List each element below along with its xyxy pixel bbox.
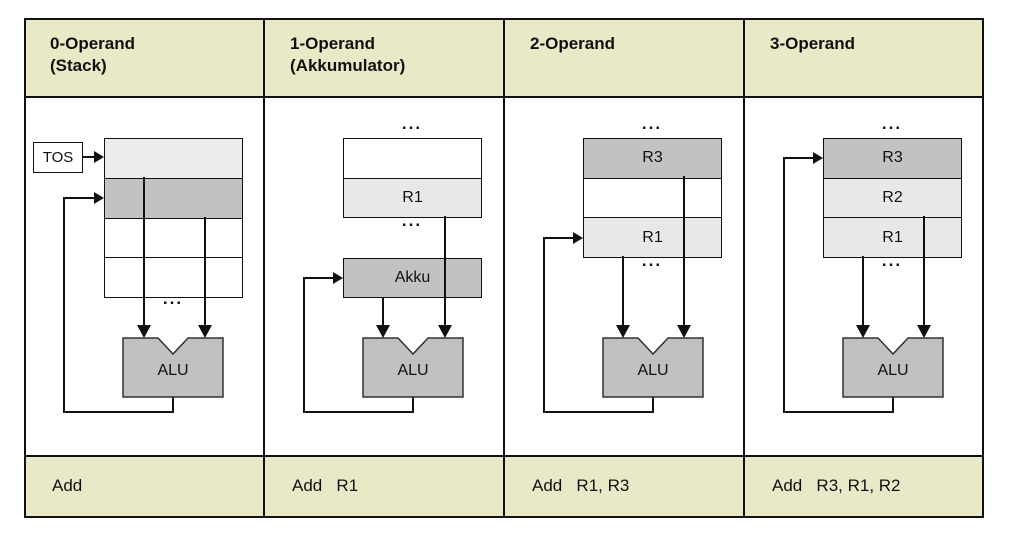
operand-arrowhead-r1 bbox=[438, 325, 452, 338]
register-box: R3 R2 R1 bbox=[823, 138, 962, 258]
operand-arrowhead-r2 bbox=[917, 325, 931, 338]
register-row-r3: R3 bbox=[584, 139, 721, 178]
feedback-wire bbox=[172, 397, 174, 413]
operand-arrowhead-b bbox=[198, 325, 212, 338]
column-divider-1 bbox=[263, 18, 265, 518]
feedback-wire bbox=[303, 277, 305, 413]
stack-row-top bbox=[105, 139, 242, 178]
stack-row-third bbox=[105, 217, 242, 258]
ellipsis: ... bbox=[881, 251, 903, 270]
operand-wire-r2 bbox=[923, 216, 925, 328]
feedback-wire bbox=[543, 237, 575, 239]
operand-wire-r1 bbox=[622, 256, 624, 328]
operand-wire-akku bbox=[382, 297, 384, 328]
alu-polygon bbox=[122, 337, 224, 398]
register-row-empty bbox=[584, 177, 721, 218]
ellipsis: ... bbox=[401, 211, 423, 230]
register-row-r3: R3 bbox=[824, 139, 961, 178]
operand-arrowhead-r1 bbox=[856, 325, 870, 338]
instruction-example-stack: Add bbox=[52, 476, 83, 495]
stack-row-fourth bbox=[105, 257, 242, 297]
feedback-wire bbox=[652, 397, 654, 413]
ellipsis: ... bbox=[881, 114, 903, 133]
tos-pointer-wire bbox=[83, 156, 96, 158]
column-divider-3 bbox=[743, 18, 745, 518]
akku-label: Akku bbox=[394, 269, 431, 286]
feedback-arrowhead bbox=[333, 272, 343, 284]
feedback-wire bbox=[892, 397, 894, 413]
instruction-example-three-operand: Add R3, R1, R2 bbox=[772, 476, 901, 495]
feedback-wire bbox=[783, 157, 815, 159]
column-header-3-operand: 3-Operand bbox=[770, 33, 855, 55]
operand-arrowhead-r3 bbox=[677, 325, 691, 338]
tos-arrowhead bbox=[94, 151, 104, 163]
feedback-arrowhead bbox=[94, 192, 104, 204]
feedback-wire bbox=[303, 411, 414, 413]
feedback-wire bbox=[783, 157, 785, 413]
stack-box bbox=[104, 138, 243, 298]
feedback-arrowhead bbox=[573, 232, 583, 244]
instruction-example-two-operand: Add R1, R3 bbox=[532, 476, 630, 495]
stack-row-second bbox=[105, 177, 242, 218]
tos-label: TOS bbox=[42, 149, 74, 166]
tos-box: TOS bbox=[33, 142, 83, 173]
header-line1: 2-Operand bbox=[530, 34, 616, 53]
feedback-wire bbox=[63, 197, 95, 199]
register-box: R1 bbox=[343, 138, 482, 218]
instruction-example-accumulator: Add R1 bbox=[292, 476, 359, 495]
alu-shape bbox=[122, 337, 224, 398]
operand-arrowhead-r1 bbox=[616, 325, 630, 338]
header-line2: (Stack) bbox=[50, 56, 107, 75]
operand-arrowhead-akku bbox=[376, 325, 390, 338]
column-header-0-operand: 0-Operand (Stack) bbox=[50, 33, 135, 77]
feedback-wire bbox=[303, 277, 335, 279]
ellipsis: ... bbox=[641, 114, 663, 133]
alu-polygon bbox=[362, 337, 464, 398]
alu-shape bbox=[602, 337, 704, 398]
column-header-1-operand: 1-Operand (Akkumulator) bbox=[290, 33, 405, 77]
header-line1: 1-Operand bbox=[290, 34, 376, 53]
register-row-r2: R2 bbox=[824, 177, 961, 218]
feedback-wire bbox=[63, 197, 65, 413]
ellipsis: ... bbox=[162, 289, 184, 308]
operand-wire-r3 bbox=[683, 176, 685, 328]
feedback-wire bbox=[543, 237, 545, 413]
ellipsis: ... bbox=[401, 114, 423, 133]
column-header-2-operand: 2-Operand bbox=[530, 33, 615, 55]
feedback-wire bbox=[63, 411, 174, 413]
header-line2: (Akkumulator) bbox=[290, 56, 406, 75]
alu-polygon bbox=[842, 337, 944, 398]
alu-label: ALU bbox=[157, 362, 189, 379]
register-row-r1: R1 bbox=[584, 217, 721, 258]
feedback-arrowhead bbox=[813, 152, 823, 164]
column-divider-2 bbox=[503, 18, 505, 518]
akku-box: Akku bbox=[343, 258, 482, 298]
feedback-wire bbox=[412, 397, 414, 413]
alu-shape bbox=[842, 337, 944, 398]
alu-label: ALU bbox=[397, 362, 429, 379]
operand-arrowhead-a bbox=[137, 325, 151, 338]
register-box: R3 R1 bbox=[583, 138, 722, 258]
register-row-r1: R1 bbox=[824, 217, 961, 258]
register-row-empty bbox=[344, 139, 481, 178]
header-line1: 3-Operand bbox=[770, 34, 856, 53]
operand-wire-r1 bbox=[444, 216, 446, 328]
feedback-wire bbox=[543, 411, 654, 413]
ellipsis: ... bbox=[641, 251, 663, 270]
operand-wire-b bbox=[204, 217, 206, 328]
alu-shape bbox=[362, 337, 464, 398]
alu-label: ALU bbox=[637, 362, 669, 379]
operand-wire-a bbox=[143, 177, 145, 328]
header-line1: 0-Operand bbox=[50, 34, 136, 53]
alu-polygon bbox=[602, 337, 704, 398]
register-row-r1: R1 bbox=[344, 177, 481, 217]
alu-label: ALU bbox=[877, 362, 909, 379]
feedback-wire bbox=[783, 411, 894, 413]
operand-wire-r1 bbox=[862, 256, 864, 328]
